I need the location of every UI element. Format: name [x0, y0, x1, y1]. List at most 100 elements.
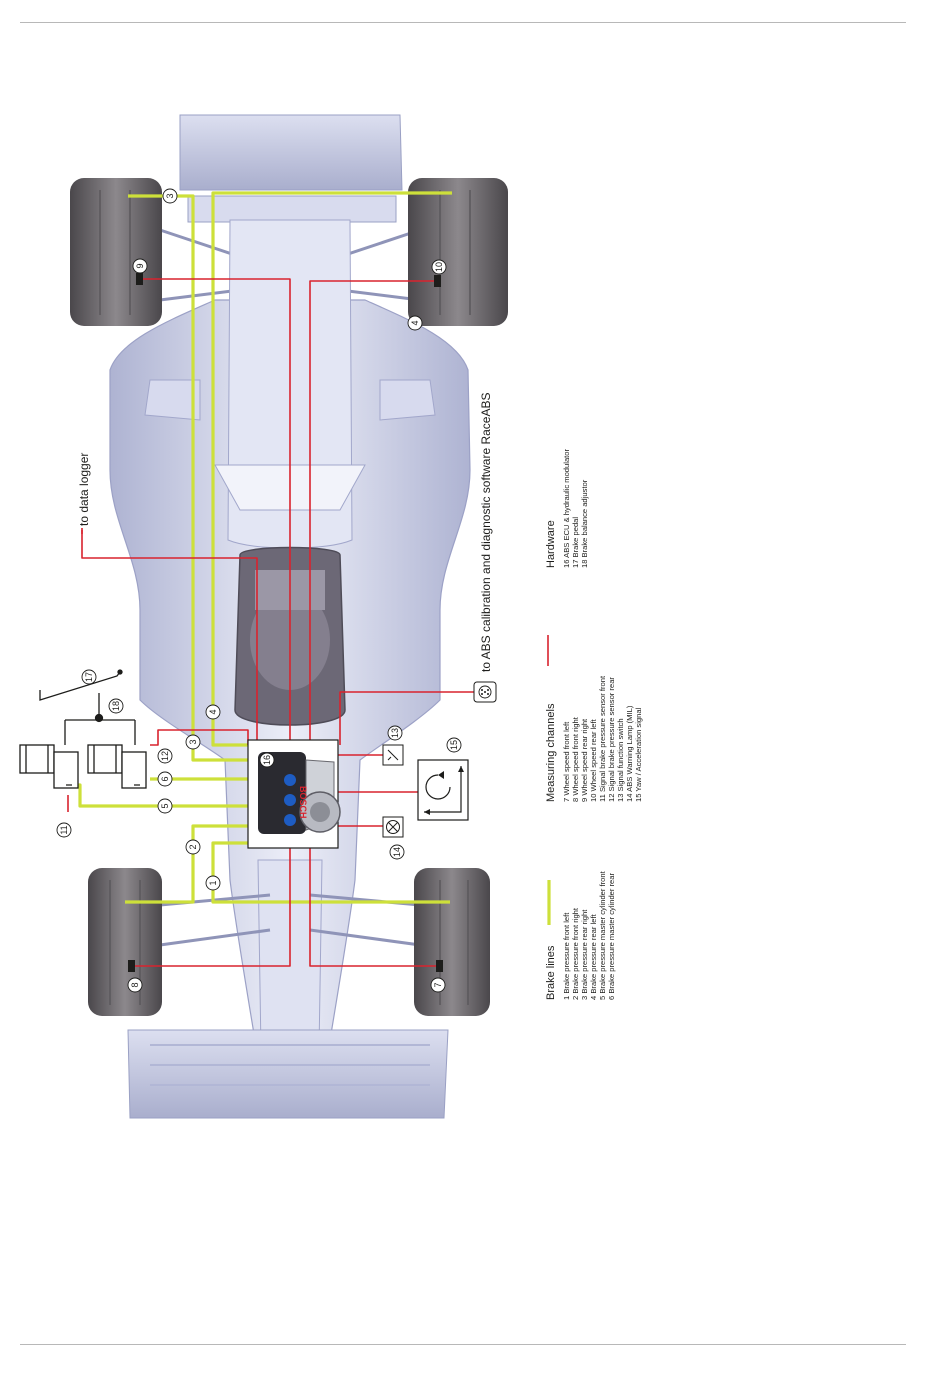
legend-brake-line-item: 6 Brake pressure master cylinder rear [607, 872, 616, 1000]
svg-text:2: 2 [188, 844, 198, 849]
label-circle-5: 5 [157, 798, 173, 814]
rear-wing-plane [187, 195, 397, 223]
svg-text:11: 11 [59, 825, 69, 834]
front-wing [127, 1029, 449, 1119]
brake-line-4 [211, 191, 452, 747]
bosch-logo: BOSCH [298, 786, 308, 819]
svg-text:16: 16 [262, 755, 272, 765]
to-data-logger-label: to data logger [77, 453, 91, 526]
brake-line-2 [125, 824, 248, 904]
svg-text:13: 13 [390, 728, 400, 738]
svg-text:10: 10 [434, 262, 444, 272]
svg-text:12: 12 [160, 751, 170, 761]
label-circle-4a: 4 [407, 315, 423, 331]
tyre-front-left [414, 868, 490, 1016]
legend-measuring-item: 10 Wheel speed rear left [589, 718, 598, 802]
svg-text:6: 6 [160, 776, 170, 781]
legend-brake-line-item: 4 Brake pressure rear left [589, 913, 598, 1000]
signal-line-7 [309, 848, 440, 967]
svg-text:14: 14 [392, 847, 402, 857]
legend-hardware-item: 17 Brake pedal [571, 517, 580, 568]
label-circle-8: 8 [127, 977, 143, 993]
svg-text:17: 17 [84, 672, 94, 682]
label-circle-3b: 3 [185, 734, 201, 750]
tyre-front-right [88, 868, 162, 1016]
legend-brake-line-item: 1 Brake pressure front left [562, 912, 571, 1000]
legend-brake-lines-title: Brake lines [545, 945, 557, 1000]
signal-line-10 [309, 280, 438, 745]
label-circle-11: 11 [56, 822, 72, 838]
legend-measuring-item: 8 Wheel speed front right [571, 716, 580, 802]
legend-measuring-item: 11 Signal brake pressure sensor front [598, 675, 607, 802]
svg-text:3: 3 [165, 193, 175, 198]
legend-brake-line-item: 3 Brake pressure rear right [580, 909, 589, 1000]
legend-measuring-item: 7 Wheel speed front left [562, 721, 571, 802]
label-circle-3: 3 [162, 188, 178, 204]
label-circle-4b: 4 [205, 704, 221, 720]
label-circle-18: 18 [108, 698, 124, 714]
wheel-speed-sensor-10 [434, 275, 441, 287]
master-cylinder-front [19, 744, 55, 774]
brake-lines [75, 191, 452, 904]
label-circle-12: 12 [157, 748, 173, 764]
svg-text:18: 18 [111, 701, 121, 711]
legend-measuring-channels: Measuring channels 7 Wheel speed front l… [545, 675, 643, 802]
signal-line-12 [150, 729, 249, 746]
signal-line-raceabs [339, 691, 474, 745]
number-labels: 3 9 10 4 4 3 17 18 12 6 5 16 13 15 14 11… [56, 188, 462, 993]
label-circle-2: 2 [185, 839, 201, 855]
wheel-speed-sensor-9 [136, 273, 143, 285]
svg-text:8: 8 [130, 982, 140, 987]
svg-text:7: 7 [433, 982, 443, 987]
abs-warning-lamp-14 [382, 816, 404, 838]
bottom-rule [20, 1344, 906, 1345]
svg-text:9: 9 [135, 263, 145, 268]
brake-pedal-17 [39, 671, 121, 701]
legend-hardware-item: 16 ABS ECU & hydraulic modulator [562, 449, 571, 568]
legend-brake-line-item: 2 Brake pressure front right [571, 907, 580, 1000]
svg-text:3: 3 [188, 739, 198, 744]
rear-wing [179, 114, 403, 191]
wheel-speed-sensors [128, 273, 443, 972]
label-circle-17: 17 [81, 669, 97, 685]
signal-line-8 [135, 848, 291, 967]
tyre-rear-right [408, 178, 508, 326]
svg-text:5: 5 [160, 803, 170, 808]
svg-text:4: 4 [410, 320, 420, 325]
label-circle-15: 15 [446, 737, 462, 753]
label-circle-10: 10 [431, 259, 447, 275]
signal-line-9 [143, 278, 291, 745]
legend-hardware-item: 18 Brake balance adjustor [580, 479, 589, 568]
tyre-rear-left [70, 178, 162, 326]
top-rule [20, 22, 906, 23]
svg-text:15: 15 [449, 740, 459, 750]
brake-line-1 [211, 841, 450, 904]
signal-line-data-logger [81, 530, 258, 745]
yaw-sensor-15 [417, 759, 469, 821]
label-circle-16: 16 [259, 752, 275, 768]
legend-measuring-item: 13 Signal function switch [616, 718, 625, 802]
label-circle-7: 7 [430, 977, 446, 993]
wheel-speed-sensor-8 [128, 960, 135, 972]
raceabs-connector [473, 681, 497, 703]
legend-measuring-channels-title: Measuring channels [545, 703, 557, 802]
legend-brake-lines: Brake lines 1 Brake pressure front left … [545, 870, 616, 1000]
svg-text:1: 1 [208, 880, 218, 885]
master-cylinder-rear [87, 744, 123, 774]
label-circle-9: 9 [132, 258, 148, 274]
signal-lines [67, 278, 549, 967]
legend-measuring-item: 15 Yaw / Acceleration signal [634, 707, 643, 802]
wheel-speed-sensor-7 [436, 960, 443, 972]
label-circle-1: 1 [205, 875, 221, 891]
brake-line-3 [128, 194, 248, 762]
legend-brake-line-item: 5 Brake pressure master cylinder front [598, 870, 607, 1000]
function-switch-13 [382, 744, 404, 766]
svg-text:4: 4 [208, 709, 218, 714]
label-circle-14: 14 [389, 844, 405, 860]
legend-hardware: Hardware 16 ABS ECU & hydraulic modulato… [545, 449, 589, 568]
legend-measuring-item: 14 ABS Warning Lamp (MIL) [625, 705, 634, 802]
label-circle-13: 13 [387, 725, 403, 741]
legend-measuring-item: 9 Wheel speed rear right [580, 718, 589, 802]
legend-measuring-item: 12 Signal brake pressure sensor rear [607, 677, 616, 802]
